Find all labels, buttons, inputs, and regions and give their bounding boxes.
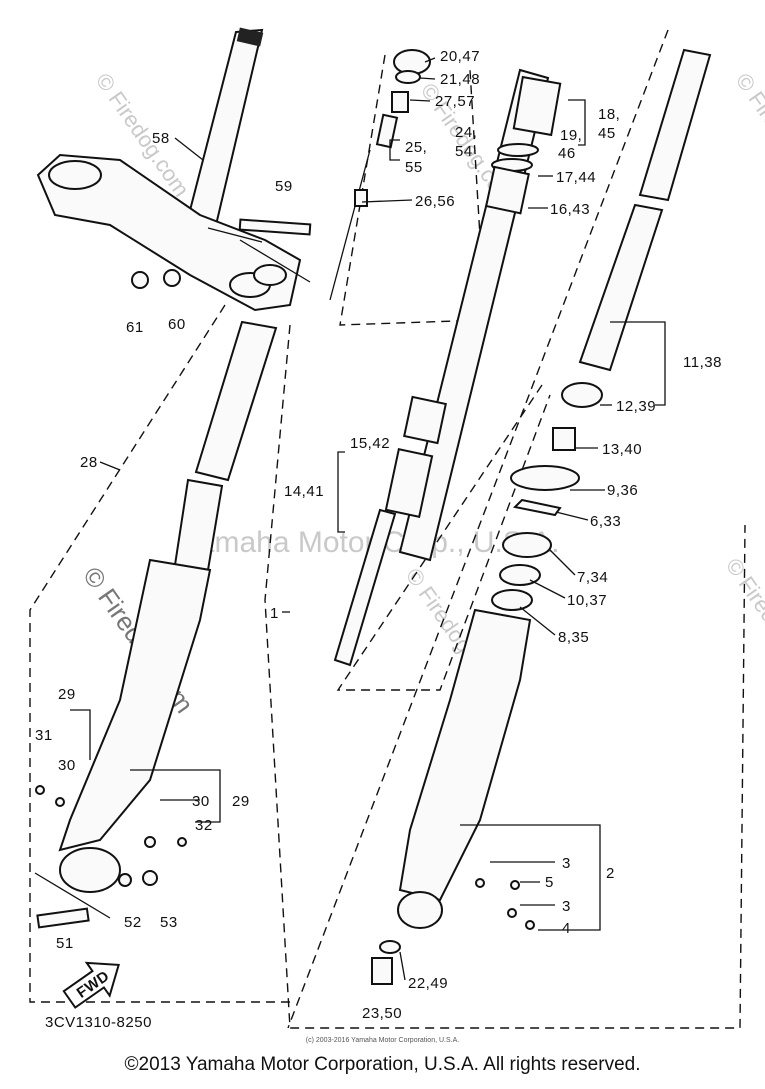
part-label: 14,41: [284, 483, 324, 500]
diagram-code: 3CV1310-8250: [45, 1014, 152, 1031]
part-label: 6,33: [590, 513, 621, 530]
part-label: 29: [58, 686, 76, 703]
part-label: 9,36: [607, 482, 638, 499]
part-label: 54: [455, 143, 473, 160]
part-label: 16,43: [550, 201, 590, 218]
part-label: 28: [80, 454, 98, 471]
part-label: 4: [562, 920, 571, 937]
part-label: 13,40: [602, 441, 642, 458]
part-label: 11,38: [683, 354, 722, 371]
part-label: 1: [270, 605, 279, 622]
steering-stem-assembly: [36, 27, 312, 312]
part-label: 12,39: [616, 398, 656, 415]
group-boundaries: [29, 29, 746, 1029]
part-label: 2: [606, 865, 615, 882]
part-label: 30: [58, 757, 76, 774]
part-label: 22,49: [408, 975, 448, 992]
part-label: 55: [405, 159, 423, 176]
part-label: 58: [152, 130, 170, 147]
part-label: 3: [562, 898, 571, 915]
part-label: 23,50: [362, 1005, 402, 1022]
part-labels: 58 59 61 60 28 20,47 21,48 27,57 24, 25,…: [35, 48, 722, 1031]
part-label: 5: [545, 874, 554, 891]
part-label: 46: [558, 145, 576, 162]
part-label: 60: [168, 316, 186, 333]
part-label: 27,57: [435, 93, 475, 110]
left-fork-assembly: [35, 320, 278, 929]
part-label: 26,56: [415, 193, 455, 210]
copyright-footer: ©2013 Yamaha Motor Corporation, U.S.A. A…: [124, 1054, 641, 1075]
part-label: 52: [124, 914, 142, 931]
part-label: 29: [232, 793, 250, 810]
part-label: 45: [598, 125, 616, 142]
part-label: 3: [562, 855, 571, 872]
part-label: 59: [275, 178, 293, 195]
fwd-arrow-icon: FWD: [62, 961, 120, 1009]
part-label: 21,48: [440, 71, 480, 88]
part-label: 19,: [560, 127, 582, 144]
part-label: 8,35: [558, 629, 589, 646]
part-label: 32: [195, 817, 213, 834]
part-label: 18,: [598, 106, 620, 123]
part-label: 51: [56, 935, 74, 952]
part-label: 31: [35, 727, 53, 744]
watermark: © Firedog.com: [731, 69, 765, 202]
part-label: 30: [192, 793, 210, 810]
part-label: 24,: [455, 124, 477, 141]
part-label: 7,34: [577, 569, 608, 586]
center-components: [329, 49, 562, 667]
small-copyright: (c) 2003-2016 Yamaha Motor Corporation, …: [305, 1037, 460, 1044]
part-label: 53: [160, 914, 178, 931]
part-label: 20,47: [440, 48, 480, 65]
part-label: 25,: [405, 139, 427, 156]
leader-lines: [34, 57, 666, 981]
part-label: 15,42: [350, 435, 390, 452]
part-label: 61: [126, 319, 144, 336]
right-fork-assembly: [371, 48, 712, 985]
part-label: 10,37: [567, 592, 607, 609]
part-label: 17,44: [556, 169, 596, 186]
